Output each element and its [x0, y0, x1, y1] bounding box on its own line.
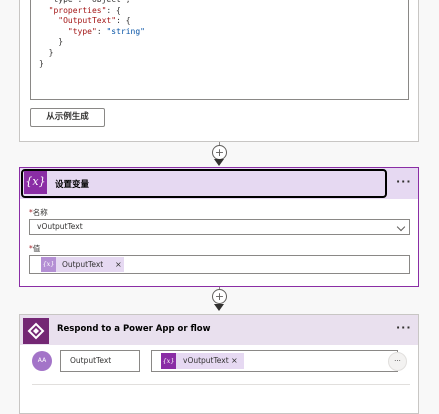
arrow-down-icon — [214, 159, 224, 166]
code-token: } — [58, 37, 64, 47]
code-token: } — [39, 58, 44, 68]
code-token: "type" — [67, 26, 97, 36]
variable-name-dropdown[interactable]: vOutputText — [29, 219, 410, 235]
power-apps-icon — [23, 318, 49, 344]
respond-title: Respond to a Power App or flow — [57, 324, 211, 334]
output-text-token[interactable]: {x} OutputText × — [41, 257, 124, 272]
variable-icon: {x} — [161, 353, 176, 369]
divider — [32, 384, 410, 385]
add-step-plus-icon[interactable]: + — [212, 289, 227, 304]
code-line: "type": "string" — [68, 27, 145, 38]
respond-to-powerapp-card: Respond to a Power App or flow ··· AA Ou… — [19, 314, 419, 414]
generate-from-sample-button[interactable]: 从示例生成 — [30, 108, 105, 127]
token-label: OutputText — [62, 260, 104, 269]
row-more-button[interactable]: ··· — [388, 352, 407, 371]
name-label: *名称 — [29, 208, 48, 217]
more-options-icon[interactable]: ··· — [396, 175, 412, 188]
text-output-avatar-icon: AA — [32, 351, 52, 371]
code-token: : — [96, 26, 107, 36]
value-label: *值 — [29, 244, 41, 253]
code-token: "properties" — [48, 5, 107, 15]
code-token: "type": "object", — [49, 0, 131, 4]
arrow-down-icon — [214, 304, 224, 311]
code-token: : { — [106, 5, 121, 15]
code-token: : { — [116, 16, 131, 26]
set-variable-title: 设置变量 — [55, 180, 90, 190]
code-line: "OutputText": { — [58, 16, 130, 27]
variable-icon: {x} — [41, 257, 56, 272]
output-value-field[interactable]: {x} vOutputText × — [151, 350, 398, 372]
more-options-icon[interactable]: ··· — [396, 321, 412, 334]
set-variable-card: {x} 设置变量 ··· *名称 vOutputText *值 {x} Outp… — [19, 167, 419, 287]
connector-line — [219, 287, 220, 290]
remove-token-icon[interactable]: × — [115, 260, 122, 269]
set-variable-header[interactable] — [20, 168, 418, 199]
output-name-field[interactable]: OutputText — [60, 350, 140, 372]
variable-name-value: vOutputText — [37, 222, 83, 231]
code-line: "properties": { — [49, 6, 121, 17]
code-token: "OutputText" — [58, 16, 117, 26]
voutputtext-token[interactable]: {x} vOutputText × — [161, 353, 244, 369]
connector-line — [219, 142, 220, 146]
set-variable-header-focus — [21, 169, 387, 198]
code-line: "type": "object", — [49, 0, 131, 6]
variable-icon: {x} — [24, 171, 47, 194]
variable-value-field[interactable]: {x} OutputText × — [29, 255, 410, 274]
remove-token-icon[interactable]: × — [231, 356, 238, 365]
token-label: vOutputText — [183, 356, 229, 365]
code-token: "string" — [106, 26, 145, 36]
code-line: } — [58, 37, 63, 48]
respond-header[interactable] — [20, 315, 418, 345]
chevron-down-icon — [396, 222, 406, 232]
code-line: } — [49, 48, 54, 59]
code-token: } — [48, 48, 54, 57]
add-step-plus-icon[interactable]: + — [212, 145, 227, 160]
schema-code-editor[interactable]: "type": "object","properties": {"OutputT… — [30, 0, 409, 100]
code-line: } — [39, 59, 44, 70]
